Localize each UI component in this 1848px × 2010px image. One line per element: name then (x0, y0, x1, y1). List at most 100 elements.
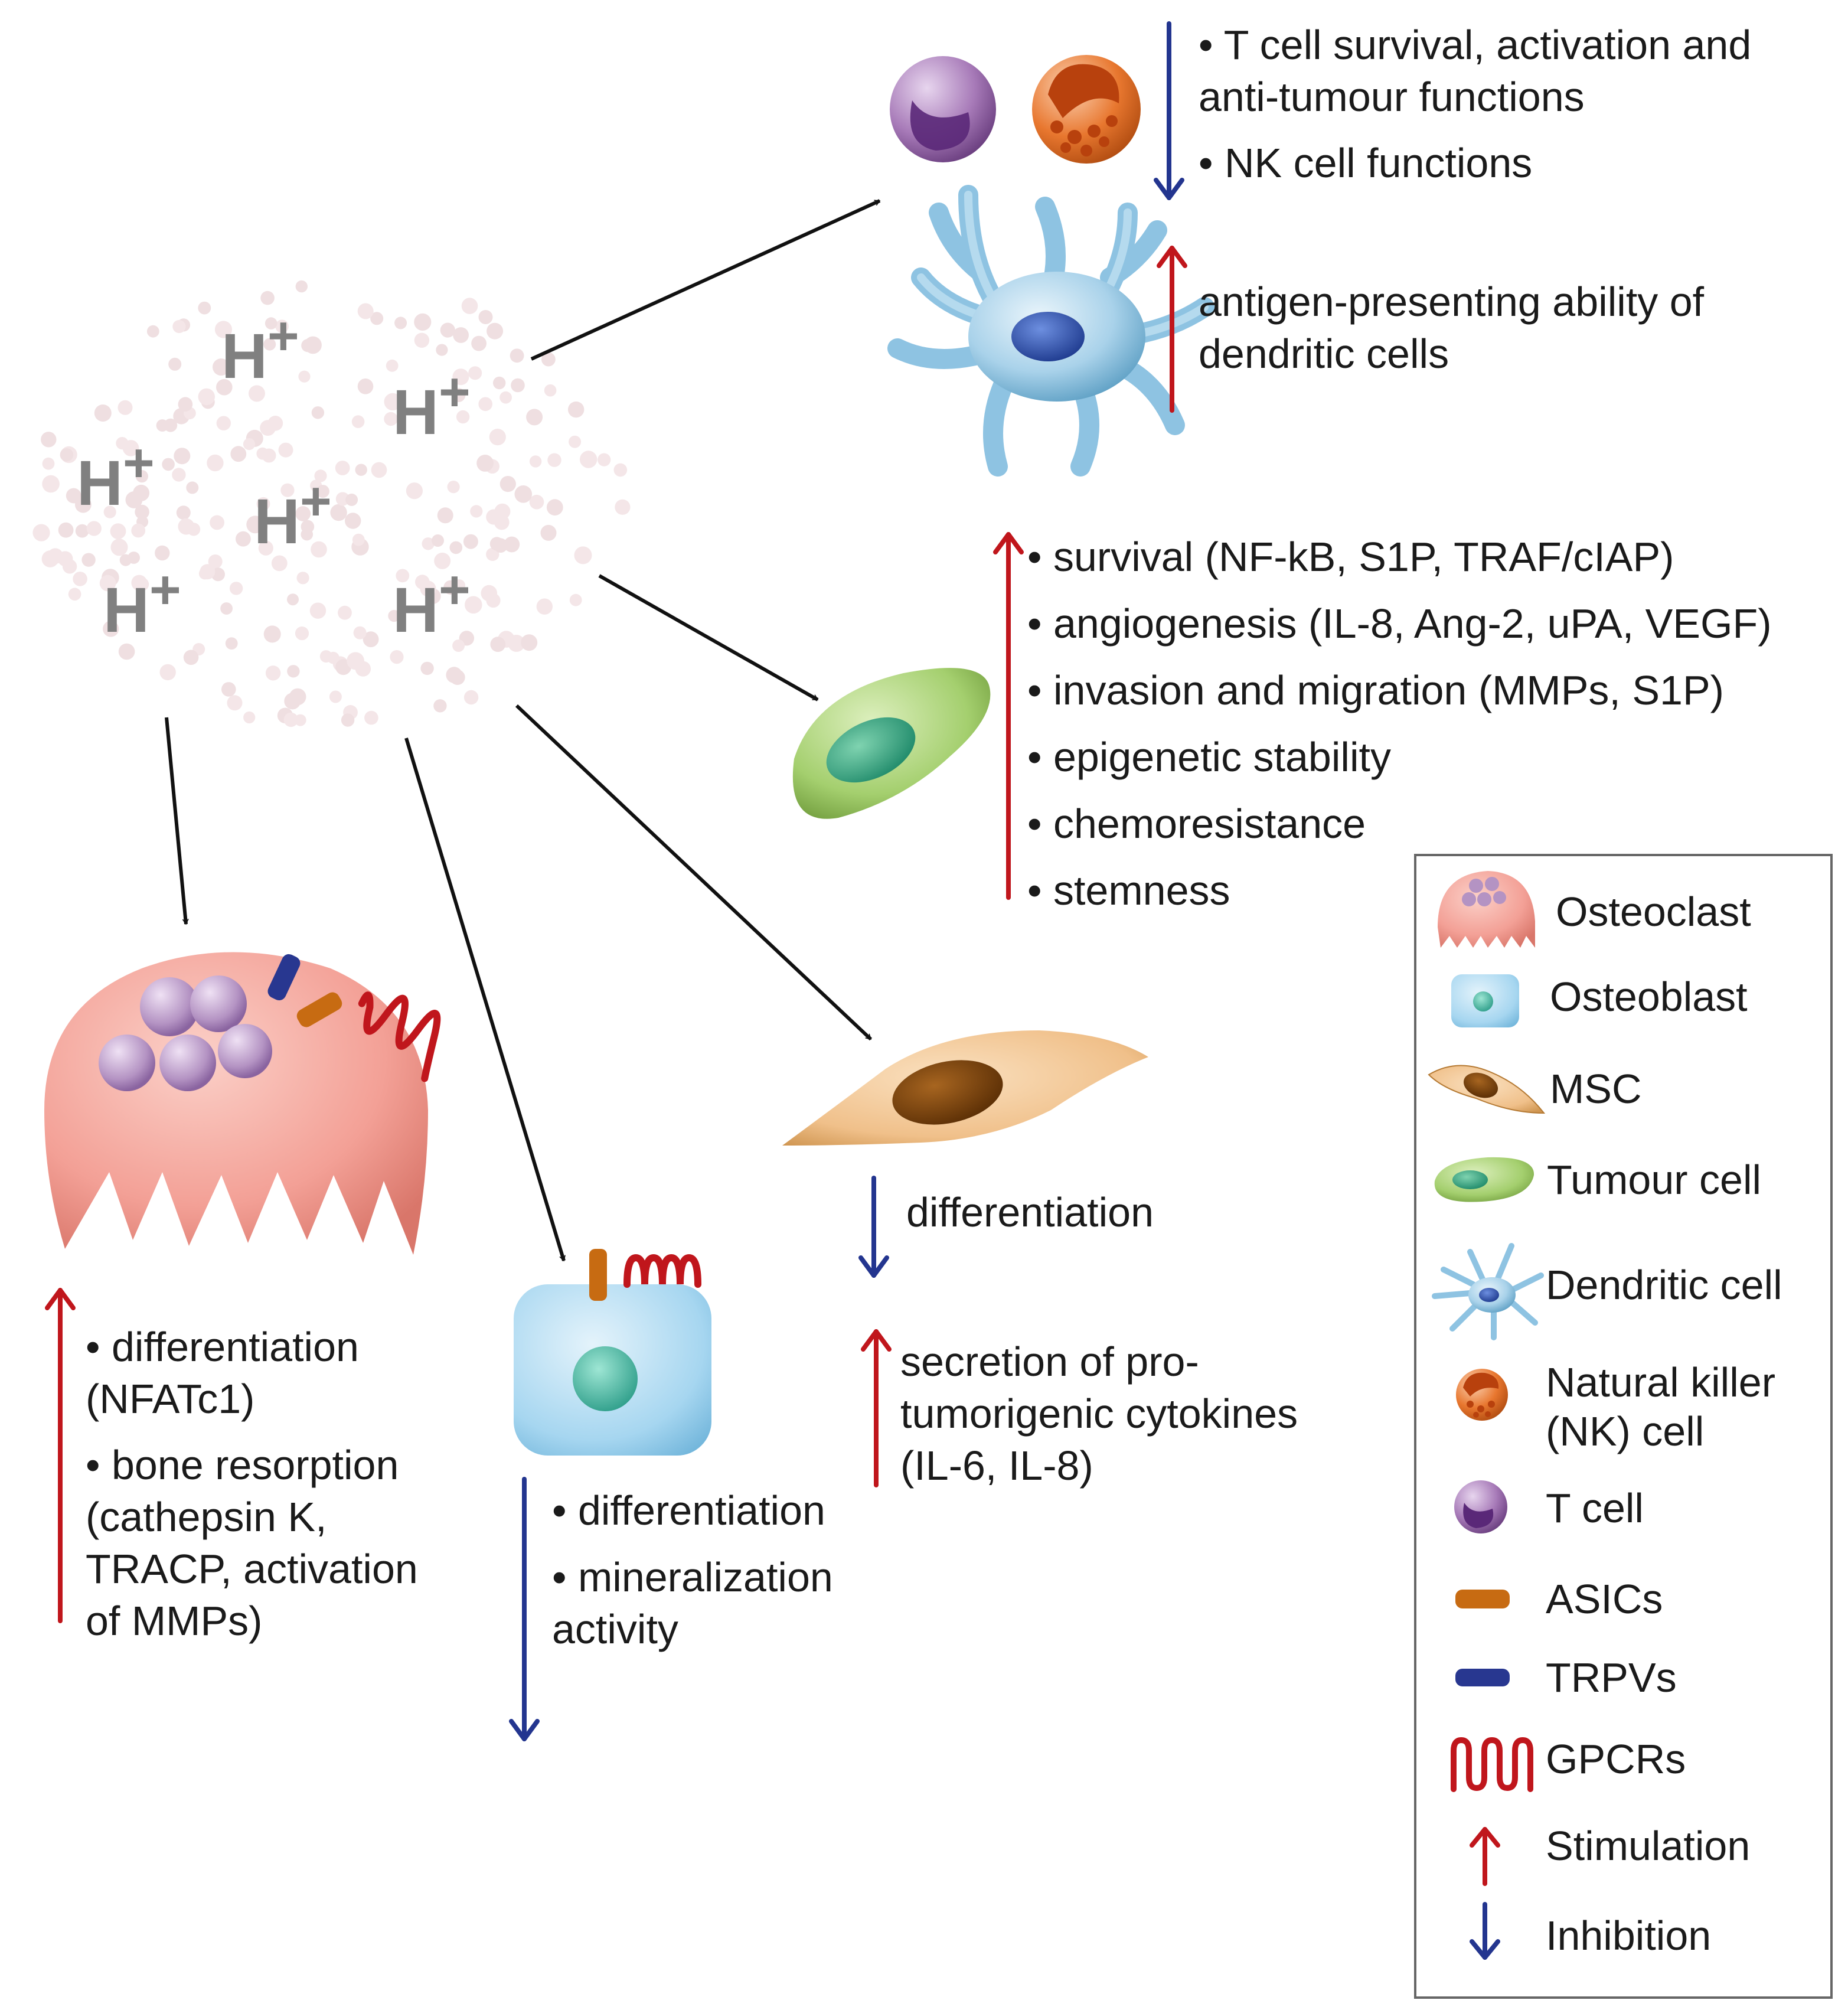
immune-line: • T cell survival, activation and (1199, 22, 1751, 68)
proton-dot (569, 435, 582, 448)
arrow-to-osteoblast (404, 738, 566, 1262)
proton-dot (536, 598, 553, 615)
proton-dot (487, 322, 504, 340)
dendritic-effects-text: antigen-presenting ability of dendritic … (1199, 279, 1705, 377)
proton-label: H+ (77, 433, 155, 518)
proton-dot (345, 513, 361, 529)
proton-dot (265, 665, 281, 681)
osteoclast-line: • bone resorption (86, 1442, 399, 1488)
proton-dot (110, 523, 126, 540)
stimulation-arrow-osteoclast (45, 1288, 76, 1623)
osteoclast-effects-text: • differentiation (NFATc1) • bone resorp… (86, 1324, 418, 1644)
proton-dot (103, 505, 116, 518)
proton-dot (220, 602, 233, 615)
inhibition-arrow-icon (1470, 1902, 1500, 1960)
osteoclast-line: • differentiation (86, 1324, 359, 1370)
proton-dot (481, 585, 498, 602)
proton-dot (490, 637, 506, 652)
proton-dot (486, 547, 499, 561)
legend-label-trpvs: TRPVs (1546, 1655, 1677, 1701)
proton-dot (225, 637, 238, 650)
proton-dot (60, 448, 74, 462)
proton-dot (514, 485, 533, 503)
osteoclast-line: of MMPs) (86, 1598, 262, 1644)
proton-dot (68, 588, 81, 601)
proton-dot (75, 524, 89, 538)
proton-label: H+ (393, 560, 471, 645)
proton-dot (540, 524, 557, 541)
proton-dot (183, 650, 199, 665)
gpcr-receptor (623, 1254, 701, 1288)
gpcr-icon (1451, 1737, 1533, 1792)
proton-dot (437, 507, 453, 524)
proton-dot (103, 621, 119, 637)
proton-dot (371, 462, 387, 478)
proton-dot (341, 713, 355, 727)
proton-dot (198, 301, 211, 315)
proton-dot (347, 652, 364, 670)
proton-dot (452, 639, 465, 652)
proton-dot (172, 319, 186, 334)
proton-dot (295, 280, 308, 293)
proton-dot (236, 531, 251, 547)
proton-dot (174, 448, 191, 465)
proton-dot (476, 455, 494, 472)
proton-dot (110, 539, 128, 556)
arrow-to-osteoclast (165, 717, 189, 925)
proton-dot (364, 710, 378, 725)
proton-dot (456, 410, 470, 424)
proton-dot (384, 412, 398, 426)
proton-dot (327, 651, 339, 664)
proton-dot (229, 582, 243, 595)
asic-icon (1455, 1590, 1510, 1608)
proton-dot (86, 521, 102, 536)
msc-inhibited-line: differentiation (906, 1189, 1154, 1235)
legend: Osteoclast Osteoblast MSC Tumour cell De… (1414, 854, 1833, 1999)
proton-dot (146, 325, 159, 338)
legend-label-msc: MSC (1550, 1066, 1642, 1112)
proton-dot (256, 497, 270, 511)
proton-dot (216, 378, 233, 396)
natural-killer-cell (1032, 55, 1141, 164)
asic-channel (589, 1249, 607, 1301)
proton-dot (355, 464, 367, 476)
proton-dot (135, 470, 148, 483)
proton-dot (122, 440, 139, 456)
proton-dot (546, 499, 563, 516)
immune-line: anti-tumour functions (1199, 74, 1585, 120)
proton-dot (314, 469, 327, 482)
tumour-line: • epigenetic stability (1027, 734, 1391, 780)
proton-dot (471, 335, 487, 351)
proton-dot (443, 580, 458, 595)
proton-label: H+ (221, 306, 299, 391)
proton-dot (436, 344, 448, 356)
proton-dot (499, 391, 512, 404)
inhibition-arrow-msc (858, 1176, 889, 1278)
proton-dot (119, 554, 132, 566)
dendritic-line: dendritic cells (1199, 331, 1449, 377)
proton-dot (178, 397, 193, 412)
proton-dot (210, 515, 224, 530)
stimulation-arrow-dendritic (1157, 246, 1187, 413)
osteoclast-cell (44, 952, 441, 1255)
proton-dot (394, 316, 407, 329)
arrow-to-tumour-cell (598, 574, 819, 701)
proton-dot (62, 559, 77, 574)
osteoblast-icon (1451, 974, 1519, 1027)
proton-dot (461, 298, 478, 314)
proton-label: H+ (254, 471, 332, 557)
proton-dot (172, 468, 186, 482)
proton-dot (99, 575, 116, 592)
proton-dot (598, 453, 611, 466)
osteoblast-line: • differentiation (552, 1487, 825, 1533)
proton-dot (414, 332, 430, 348)
proton-dot (41, 432, 57, 448)
proton-dot (357, 303, 374, 319)
proton-dot (330, 504, 347, 521)
proton-dot (155, 545, 170, 561)
tumour-line: • angiogenesis (IL-8, Ang-2, uPA, VEGF) (1027, 601, 1772, 647)
proton-dot (544, 384, 557, 397)
proton-dot (422, 537, 435, 550)
proton-dot (529, 455, 542, 468)
proton-dot (345, 493, 358, 506)
